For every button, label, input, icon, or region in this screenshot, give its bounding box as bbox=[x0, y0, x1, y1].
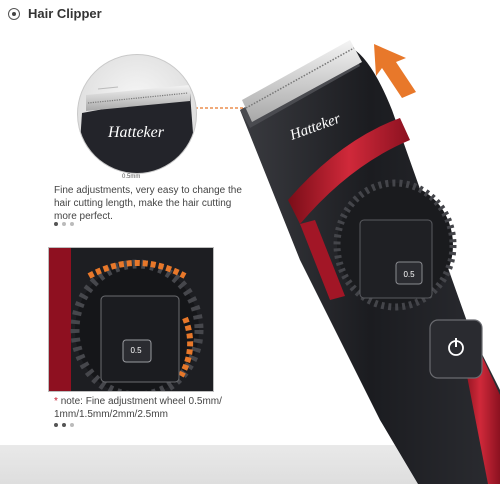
up-arrow-icon bbox=[374, 44, 416, 98]
blade bbox=[242, 40, 362, 122]
carousel-dots-bottom bbox=[54, 423, 74, 427]
feature-caption: Fine adjustments, very easy to change th… bbox=[54, 185, 242, 222]
dot[interactable] bbox=[62, 423, 66, 427]
page-title: Hair Clipper bbox=[28, 6, 102, 21]
wheel-zoom-image bbox=[49, 248, 213, 391]
dot[interactable] bbox=[62, 222, 66, 226]
blade-zoom-image: Hatteker bbox=[78, 85, 196, 173]
dot[interactable] bbox=[70, 222, 74, 226]
dot[interactable] bbox=[70, 423, 74, 427]
dot[interactable] bbox=[54, 222, 58, 226]
power-button[interactable] bbox=[429, 319, 483, 379]
carousel-dots-top bbox=[54, 222, 74, 226]
inset-scale-label: 0.5mm bbox=[122, 174, 141, 180]
note-asterisk: * bbox=[54, 396, 58, 407]
wheel-zoom-inset bbox=[48, 247, 214, 392]
power-icon bbox=[448, 338, 464, 356]
radio-icon bbox=[8, 7, 20, 20]
red-trim bbox=[288, 118, 410, 224]
inset-dial-display: 0.5 bbox=[130, 346, 142, 355]
blade-zoom-inset: Hatteker bbox=[77, 54, 197, 174]
dot[interactable] bbox=[54, 423, 58, 427]
adjustment-wheel[interactable] bbox=[333, 179, 457, 311]
note-prefix: note: bbox=[60, 396, 83, 407]
note-text: Fine adjustment wheel 0.5mm/ 1mm/1.5mm/2… bbox=[54, 396, 222, 420]
header: Hair Clipper bbox=[8, 6, 102, 21]
dial-display: 0.5 bbox=[403, 270, 415, 279]
inset-brand-logo: Hatteker bbox=[107, 124, 165, 141]
adjustment-note: * note: Fine adjustment wheel 0.5mm/ 1mm… bbox=[54, 395, 254, 421]
